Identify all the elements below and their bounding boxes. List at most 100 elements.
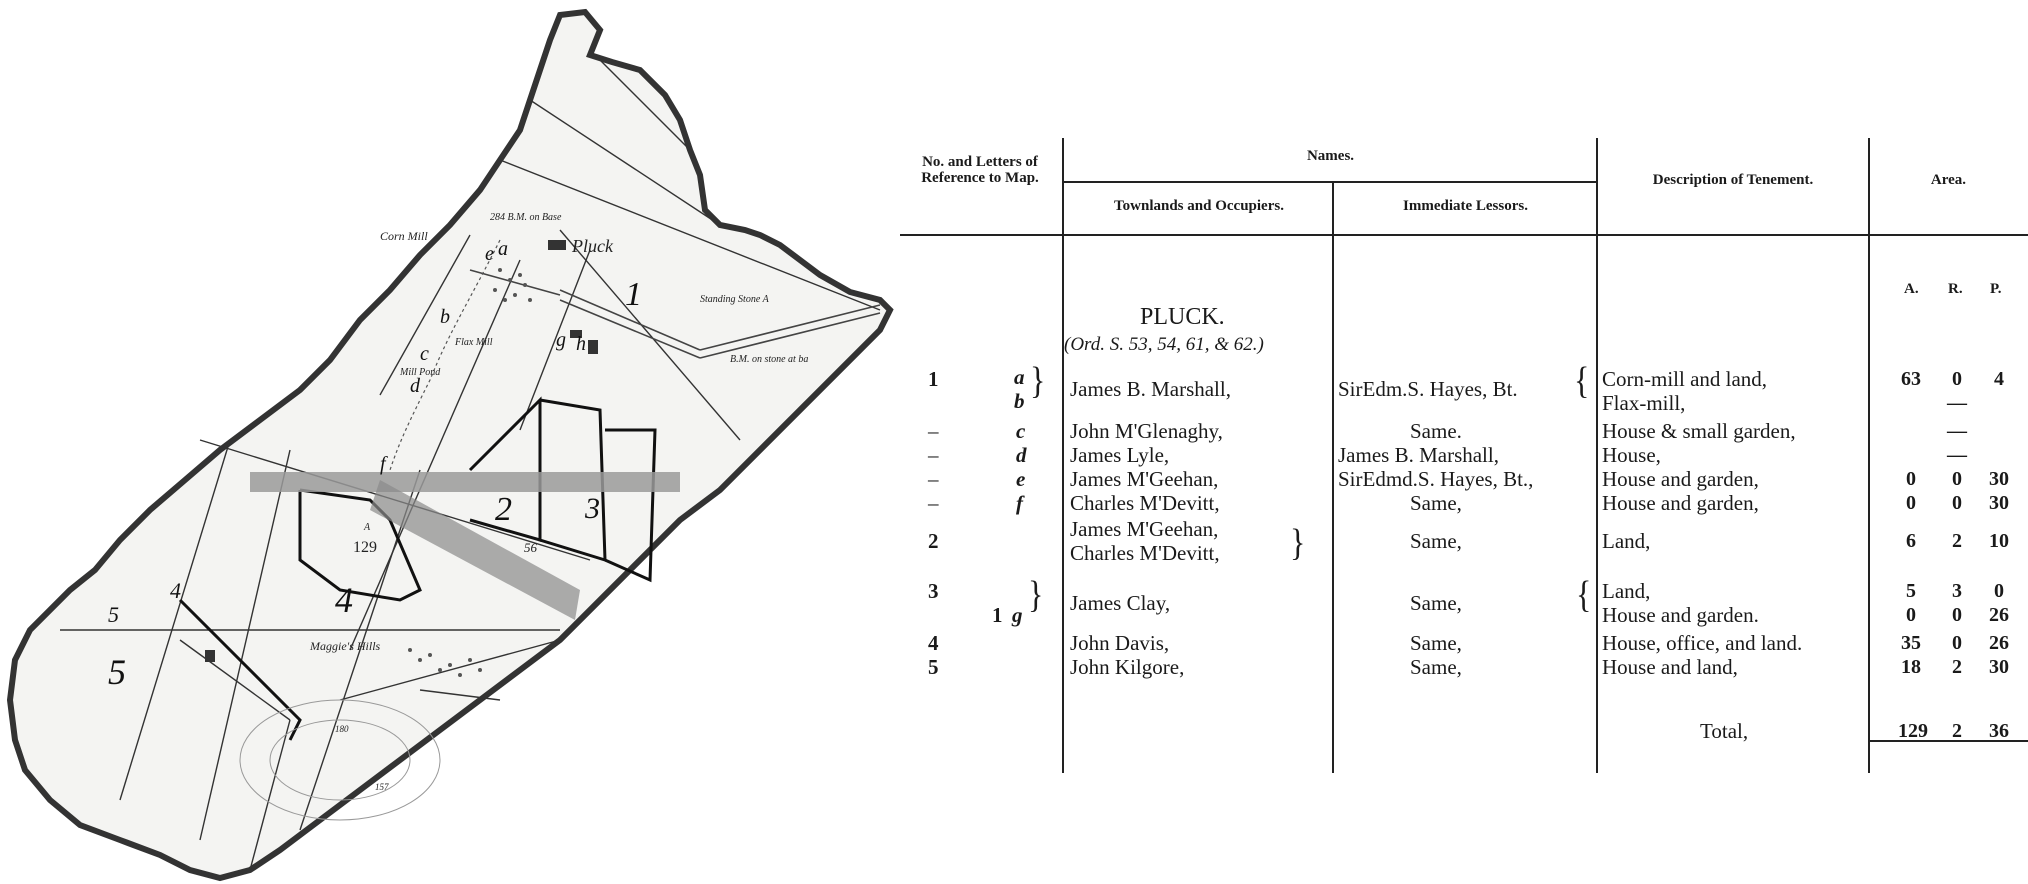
area-col-a: A.: [1904, 281, 1919, 297]
row-c-desc: House & small garden,: [1602, 419, 1796, 443]
brace-1: }: [1030, 358, 1046, 402]
row-e-r: 0: [1952, 468, 1962, 490]
ordnance-sheets: (Ord. S. 53, 54, 61, & 62.): [1064, 334, 1264, 355]
field-number-5-small: 5: [108, 602, 119, 627]
row-e-number: –: [928, 467, 939, 491]
row-f-desc: House and garden,: [1602, 491, 1759, 515]
acres-label: A: [363, 522, 371, 533]
row-f-lessor: Same,: [1410, 491, 1462, 515]
row-5-desc: House and land,: [1602, 655, 1738, 679]
row-2-occupier-1: James M'Geehan,: [1070, 517, 1219, 541]
row-3-occupier: James Clay,: [1070, 591, 1171, 615]
row-4-lessor: Same,: [1410, 631, 1462, 655]
row-e-letter: e: [1016, 467, 1026, 491]
field-outlines: [178, 396, 657, 741]
row-e-lessor: SirEdmd.S. Hayes, Bt.,: [1338, 467, 1534, 491]
row-4-occupier: John Davis,: [1070, 631, 1170, 655]
mill-race: [389, 239, 501, 471]
row-e-occupier: James M'Geehan,: [1070, 467, 1219, 491]
mill-pond-label: Mill Pond: [399, 367, 441, 378]
row-f-number: –: [928, 491, 939, 515]
map-letter-e: e: [485, 243, 494, 265]
row-1-desc: Corn-mill and land,: [1602, 367, 1768, 391]
row-5-number: 5: [928, 655, 939, 679]
pluck-label: Pluck: [571, 236, 614, 256]
wood-dots: [408, 268, 532, 677]
row-2-a: 6: [1906, 530, 1916, 552]
row-4-desc: House, office, and land.: [1602, 631, 1803, 655]
map-letter-a: a: [498, 238, 508, 260]
row-d-number: –: [928, 443, 939, 467]
map-letter-b: b: [440, 306, 450, 328]
map-letter-c: c: [420, 343, 429, 365]
row-f-letter: f: [1016, 491, 1023, 515]
row-4-p: 26: [1989, 632, 2009, 654]
field-number-3: 3: [584, 492, 600, 525]
row-c-lessor: Same.: [1410, 419, 1462, 443]
tenement-table: No. and Letters of Reference to Map. Nam…: [900, 138, 2028, 778]
rule-h-header: [900, 234, 2028, 236]
row-1-lessor: SirEdm.S. Hayes, Bt.: [1338, 377, 1518, 401]
rule-v4: [1868, 138, 1870, 773]
area-col-p: P.: [1990, 281, 2002, 297]
row-5-r: 2: [1952, 656, 1962, 678]
rule-v2: [1332, 182, 1334, 773]
total-a: 129: [1898, 720, 1928, 742]
flax-mill-label: Flax Mill: [454, 337, 493, 348]
benchmark-east-label: B.M. on stone at ba: [730, 354, 808, 365]
map-letter-d: d: [410, 375, 421, 397]
brace-2: }: [1290, 520, 1306, 564]
field-56-label: 56: [524, 540, 538, 555]
field-number-5: 5: [108, 652, 126, 692]
row-3-lessor: Same,: [1410, 591, 1462, 615]
brace-lessor-1: {: [1574, 358, 1590, 402]
row-2-p: 10: [1989, 530, 2009, 552]
map-letter-h: h: [576, 333, 586, 355]
road-east: [469, 269, 881, 359]
maggies-hill-label: Maggie's Hills: [309, 639, 381, 653]
row-c-occupier: John M'Glenaghy,: [1070, 419, 1223, 443]
total-r: 2: [1952, 720, 1962, 742]
row-3g-p: 26: [1989, 604, 2009, 626]
field-boundaries: [60, 59, 881, 871]
corn-mill-label: Corn Mill: [380, 229, 428, 243]
row-2-occupier-2: Charles M'Devitt,: [1070, 541, 1220, 565]
row-d-r: —: [1947, 444, 1967, 466]
row-1b-desc: Flax-mill,: [1602, 391, 1686, 415]
row-e-p: 30: [1989, 468, 2009, 490]
brace-3: {: [1576, 572, 1592, 616]
row-4-a: 35: [1901, 632, 1921, 654]
row-5-a: 18: [1901, 656, 1921, 678]
rule-h-names: [1062, 181, 1597, 183]
spot-157-label: 157: [375, 782, 389, 792]
field-number-1: 1: [625, 276, 642, 313]
row-f-occupier: Charles M'Devitt,: [1070, 491, 1220, 515]
row-d-letter: d: [1016, 443, 1027, 467]
header-lessors: Immediate Lessors.: [1403, 198, 1528, 214]
row-f-p: 30: [1989, 492, 2009, 514]
row-1b-r: —: [1947, 392, 1967, 414]
total-label: Total,: [1700, 719, 1749, 743]
row-d-lessor: James B. Marshall,: [1338, 443, 1499, 467]
acreage-label: 129: [353, 539, 377, 556]
row-3-r: 3: [1952, 580, 1962, 602]
row-f-a: 0: [1906, 492, 1916, 514]
row-1-a: 63: [1901, 368, 1921, 390]
row-c-number: –: [928, 419, 939, 443]
row-3g-a: 0: [1906, 604, 1916, 626]
row-3-a: 5: [1906, 580, 1916, 602]
rule-h-total: [1868, 740, 2028, 742]
standing-stone-label: Standing Stone A: [700, 294, 770, 305]
townland-boundary: [6, 8, 894, 882]
row-1-occupier: James B. Marshall,: [1070, 377, 1231, 401]
row-1-p: 4: [1994, 368, 2004, 390]
field-number-4: 4: [335, 580, 353, 620]
row-f-r: 0: [1952, 492, 1962, 514]
brace-g: }: [1028, 572, 1044, 616]
hill-contours: [239, 699, 441, 821]
buildings: [205, 240, 598, 662]
field-number-2: 2: [495, 491, 512, 528]
row-4-r: 0: [1952, 632, 1962, 654]
row-d-desc: House,: [1602, 443, 1661, 467]
row-3g-extra: 1: [992, 603, 1003, 627]
